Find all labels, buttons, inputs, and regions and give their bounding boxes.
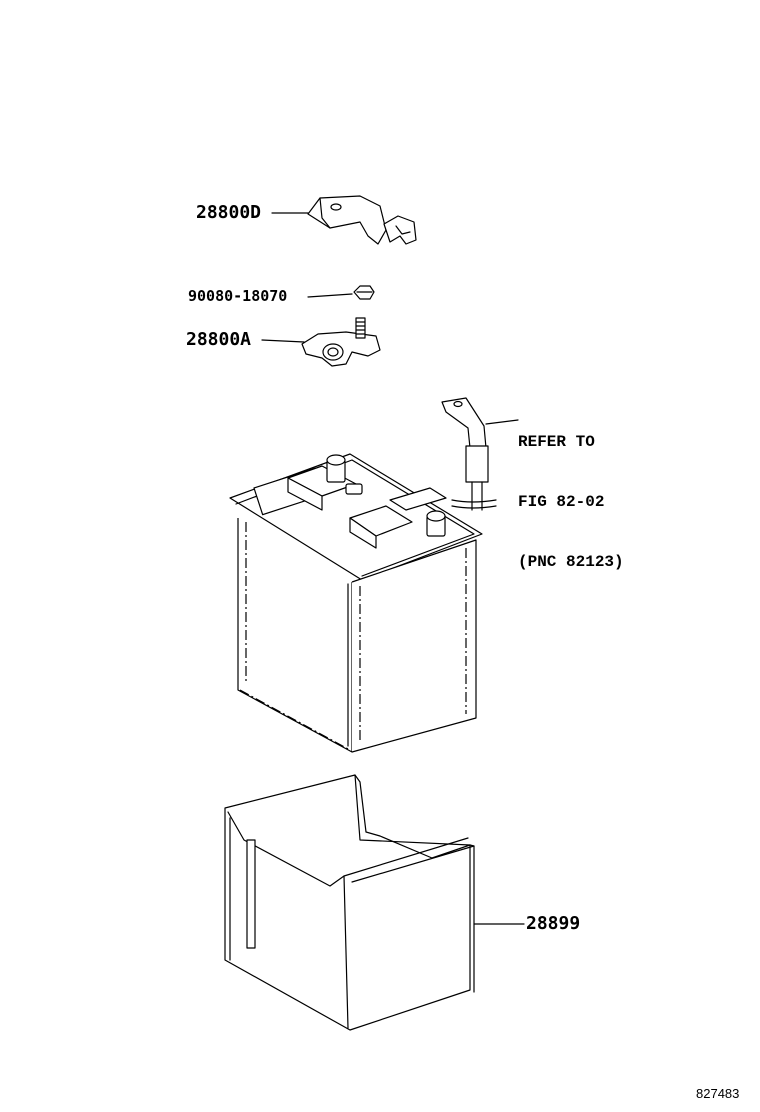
part-number-battery-tray[interactable]: 28899 [526,913,581,934]
reference-note-line-2: FIG 82-02 [518,493,605,511]
leader-terminal-clamp [261,339,305,343]
part-number-terminal-clamp[interactable]: 28800A [186,329,252,350]
reference-note[interactable]: REFER TO FIG 82-02 (PNC 82123) [518,392,624,612]
leader-nut [307,293,353,298]
referenced-cable [441,397,497,511]
clamp-cover-part [307,195,417,245]
terminal-clamp-part [301,317,381,367]
part-number-nut[interactable]: 90080-18070 [188,287,288,305]
reference-note-line-3: (PNC 82123) [518,553,624,571]
reference-note-line-1: REFER TO [518,433,595,451]
battery-tray-part [224,774,475,1031]
leader-reference [485,419,519,425]
nut-part [353,285,375,300]
part-number-clamp-cover[interactable]: 28800D [196,202,262,223]
figure-number: 827483 [696,1086,740,1101]
battery-part [229,453,483,753]
